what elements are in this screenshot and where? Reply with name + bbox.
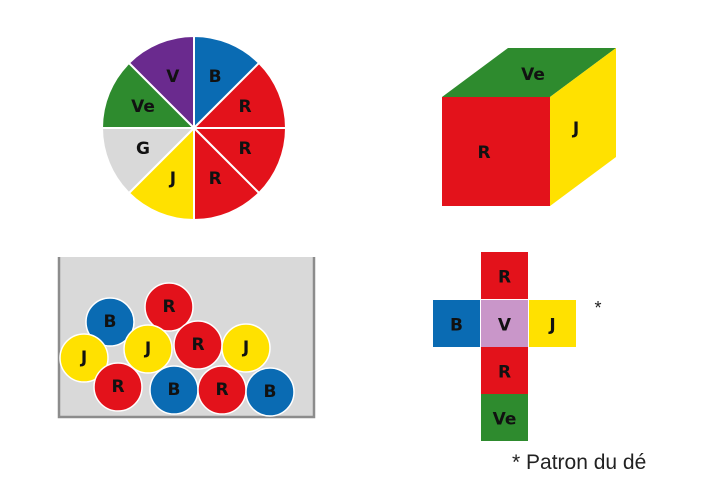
urn-ball	[221, 323, 271, 373]
net-face	[481, 252, 528, 299]
net-face-label: B	[450, 316, 463, 336]
net-face-label: J	[548, 316, 555, 336]
net-face-label: R	[498, 363, 511, 383]
net-face-label: Ve	[493, 410, 517, 430]
urn-ball	[144, 282, 194, 332]
cube-front-label: R	[477, 143, 490, 163]
spinner-sector-label: Ve	[131, 97, 155, 117]
urn-ball	[93, 362, 143, 412]
spinner-sector-label: R	[238, 97, 251, 117]
spinner-sector-label: J	[169, 169, 176, 189]
urn-ball	[85, 297, 135, 347]
spinner-sector-label: R	[209, 169, 222, 189]
net-face	[481, 347, 528, 394]
urn-ball	[59, 333, 109, 383]
die-net: R B V J R Ve	[433, 252, 576, 441]
net-face-label: R	[498, 268, 511, 288]
cube: Ve J R	[442, 48, 616, 206]
net-face	[481, 300, 528, 347]
net-face	[481, 394, 528, 441]
urn-ball-label: R	[111, 377, 124, 397]
cube-top-face	[442, 48, 616, 97]
spinner-sector	[191, 61, 288, 129]
cube-top-label: Ve	[521, 65, 545, 85]
urn-ball-label: J	[144, 339, 151, 359]
net-face-label: V	[498, 316, 512, 336]
spinner-sector	[193, 34, 261, 131]
net-face	[529, 300, 576, 347]
spinner-sector	[193, 125, 261, 222]
net-caption: * Patron du dé	[512, 451, 646, 474]
urn-ball-label: R	[215, 380, 228, 400]
spinner-sector-label: V	[166, 67, 180, 87]
spinner-sector-label: B	[209, 67, 222, 87]
urn-ball-label: B	[104, 312, 117, 332]
urn-ball-label: R	[162, 297, 175, 317]
spinner-sector-label: R	[238, 139, 251, 159]
spinner-sector	[100, 127, 197, 195]
spinner-sector	[191, 127, 288, 195]
net-asterisk: *	[594, 298, 601, 318]
spinner-sector	[100, 61, 197, 129]
net-face	[433, 300, 480, 347]
urn-ball-label: J	[242, 338, 249, 358]
urn-ball-label: R	[191, 335, 204, 355]
spinner-sector	[127, 125, 195, 222]
urn-ball	[123, 324, 173, 374]
cube-side-face	[550, 48, 616, 206]
cube-side-label: J	[572, 119, 579, 139]
urn-ball-label: B	[168, 380, 181, 400]
urn-ball-label: J	[80, 348, 87, 368]
urn-ball	[245, 367, 295, 417]
spinner-sector-label: G	[136, 139, 150, 159]
cube-front-face	[442, 97, 550, 206]
urn-ball-label: B	[264, 382, 277, 402]
spinner-sector	[127, 34, 195, 131]
